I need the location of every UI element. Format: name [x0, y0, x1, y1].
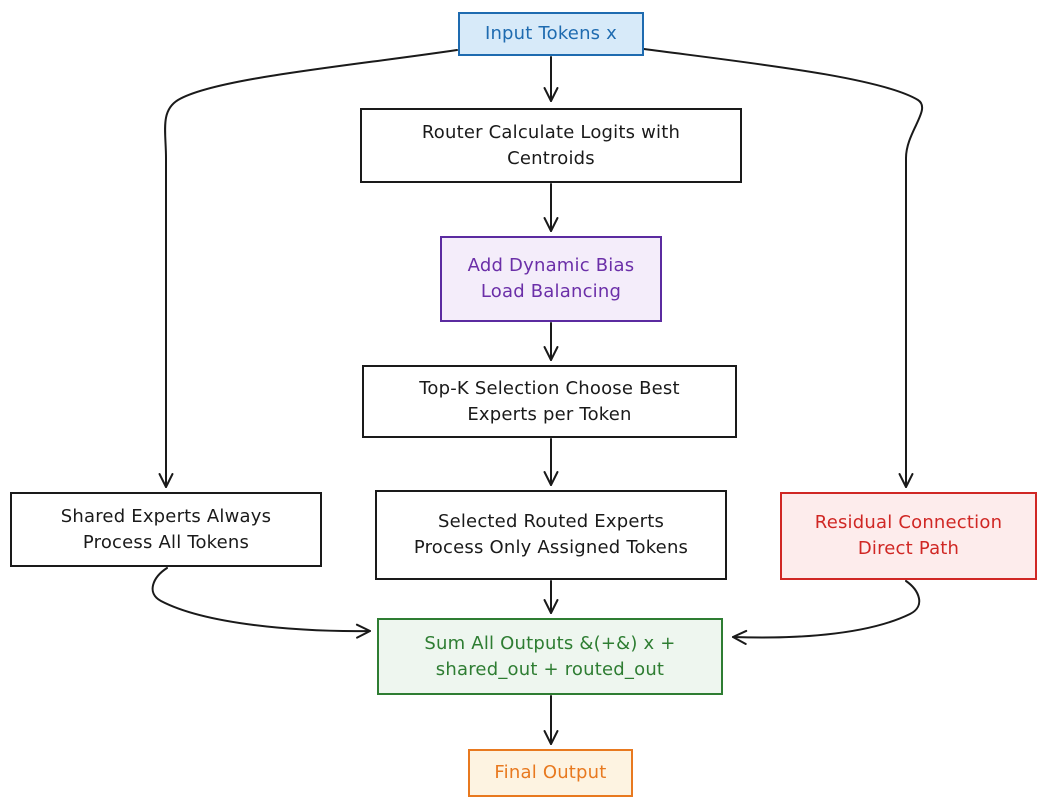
node-dynamic-bias: Add Dynamic Bias Load Balancing: [440, 236, 662, 322]
node-shared-experts-label: Shared Experts Always Process All Tokens: [60, 505, 272, 553]
node-routed-experts: Selected Routed Experts Process Only Ass…: [375, 490, 727, 580]
node-input-tokens-label: Input Tokens x: [484, 23, 618, 44]
edge-shared-to-sum: [151, 567, 371, 639]
node-shared-experts: Shared Experts Always Process All Tokens: [10, 492, 322, 567]
node-topk-selection-label: Top-K Selection Choose Best Experts per …: [419, 377, 680, 425]
edge-residual-to-sum: [732, 580, 921, 645]
node-final-output-label: Final Output: [494, 762, 607, 783]
node-residual-connection-label: Residual Connection Direct Path: [814, 512, 1003, 559]
node-routed-experts-label: Selected Routed Experts Process Only Ass…: [413, 511, 689, 558]
node-final-output: Final Output: [468, 749, 633, 797]
node-router-logits: Router Calculate Logits with Centroids: [360, 108, 742, 183]
node-sum-outputs: Sum All Outputs &(+&) x + shared_out + r…: [377, 618, 723, 695]
node-input-tokens: Input Tokens x: [458, 12, 644, 56]
node-sum-outputs-label: Sum All Outputs &(+&) x + shared_out + r…: [424, 632, 676, 680]
node-router-logits-label: Router Calculate Logits with Centroids: [421, 121, 681, 169]
node-topk-selection: Top-K Selection Choose Best Experts per …: [362, 365, 737, 438]
node-residual-connection: Residual Connection Direct Path: [780, 492, 1037, 580]
node-dynamic-bias-label: Add Dynamic Bias Load Balancing: [467, 255, 635, 302]
